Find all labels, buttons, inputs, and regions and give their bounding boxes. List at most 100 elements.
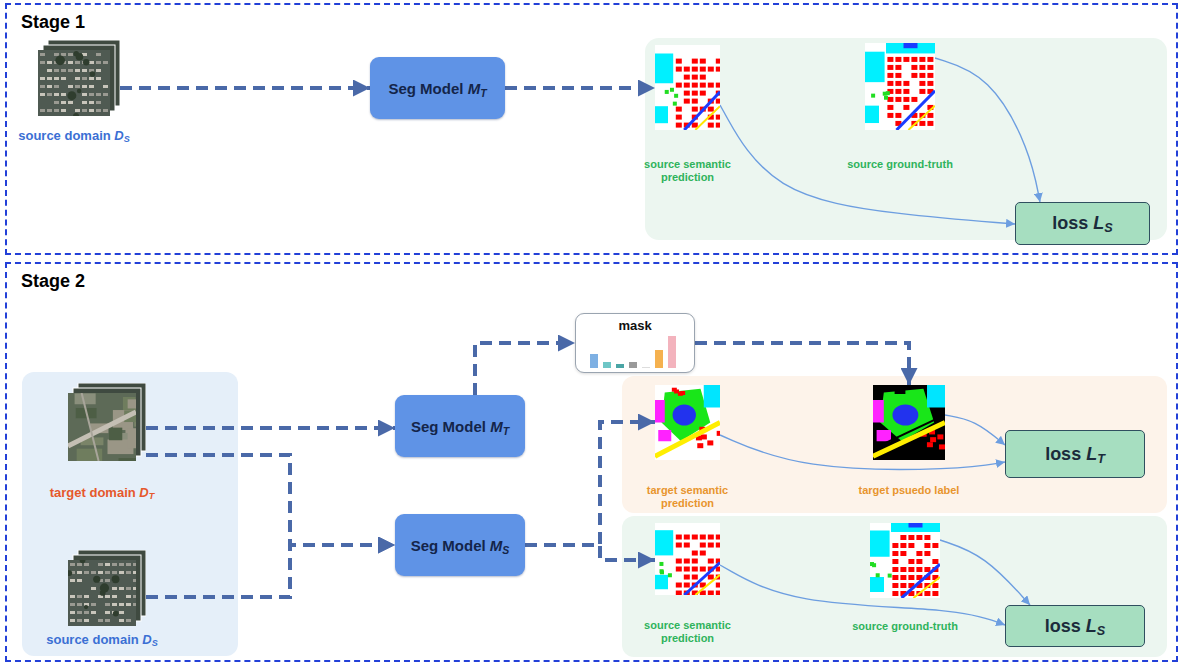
symbol-subscript: T: [480, 86, 486, 98]
class-region: [932, 591, 938, 596]
building: [84, 595, 89, 598]
class-region: [937, 434, 943, 439]
symbol-letter: M: [490, 418, 503, 435]
field-patch: [119, 458, 137, 461]
label-text: loss: [1052, 213, 1093, 233]
class-region: [887, 65, 893, 70]
tree: [83, 59, 90, 66]
building: [47, 93, 52, 96]
tree: [112, 575, 120, 583]
class-region: [900, 575, 906, 580]
image-thumbnail: target domain DT: [68, 383, 146, 461]
class-region: [919, 73, 925, 78]
dashed-arrow: [146, 426, 395, 430]
building: [68, 61, 73, 64]
building: [126, 563, 131, 566]
class-region: [919, 65, 925, 70]
class-region: [927, 385, 945, 408]
class-region: [886, 91, 890, 95]
building: [91, 571, 96, 574]
class-region: [900, 583, 906, 588]
class-region: [700, 567, 706, 572]
map-ground: [655, 385, 720, 460]
subscript-letter: T: [1097, 452, 1105, 466]
segmentation-image: [865, 43, 935, 130]
building: [105, 595, 110, 598]
tree: [93, 576, 100, 583]
thin-arrow: [720, 565, 1005, 625]
building: [47, 85, 52, 88]
class-region: [927, 81, 933, 86]
label-text: Seg Model: [388, 80, 467, 97]
building: [77, 595, 82, 598]
class-region: [900, 567, 906, 572]
thin-arrow: [720, 105, 1015, 224]
class-region: [673, 405, 696, 426]
stage-panel: target domain DTsource domain DSSeg Mode…: [5, 262, 1178, 662]
thin-arrow: [720, 435, 1005, 469]
map-ground: [870, 523, 940, 598]
building: [40, 85, 45, 88]
dashed-arrow: [525, 422, 655, 545]
tree: [80, 558, 86, 564]
class-region: [707, 440, 713, 445]
class-region: [676, 567, 682, 572]
class-region: [904, 43, 918, 48]
class-region: [924, 567, 930, 572]
class-region: [676, 123, 682, 128]
class-region: [716, 583, 720, 588]
building: [82, 85, 87, 88]
building: [77, 571, 82, 574]
loss-label: loss LS: [1052, 213, 1112, 234]
building: [82, 109, 87, 112]
class-region: [888, 574, 892, 578]
class-region: [668, 573, 672, 577]
class-region: [891, 523, 940, 532]
building: [89, 93, 94, 96]
building: [103, 61, 108, 64]
class-region: [924, 551, 930, 556]
class-region: [908, 535, 914, 540]
class-region: [684, 543, 690, 548]
subscript-letter: S: [1104, 221, 1112, 235]
building: [61, 101, 66, 104]
building: [82, 77, 87, 80]
class-region: [903, 57, 909, 62]
segmentation-map: source ground-truth: [865, 43, 935, 130]
symbol-letter: D: [142, 632, 151, 647]
symbol-subscript: T: [503, 424, 509, 436]
subscript-letter: S: [502, 543, 509, 555]
building: [75, 77, 80, 80]
model-box: Seg Model MS: [395, 514, 525, 576]
label-text: Seg Model: [411, 537, 490, 554]
building: [98, 563, 103, 566]
class-region: [908, 567, 914, 572]
class-region: [676, 107, 682, 112]
class-region: [676, 559, 682, 564]
class-region: [716, 67, 720, 72]
building: [133, 579, 138, 582]
class-region: [700, 91, 706, 96]
class-region: [908, 543, 914, 548]
building: [89, 61, 94, 64]
class-region: [895, 89, 901, 94]
building: [70, 563, 75, 566]
class-region: [708, 591, 714, 595]
class-region: [655, 400, 665, 423]
class-region: [903, 89, 909, 94]
class-region: [900, 535, 906, 540]
building: [119, 603, 124, 606]
class-line: [902, 564, 941, 598]
class-region: [900, 551, 906, 556]
image-caption: target domain DT: [27, 485, 177, 501]
tree: [67, 91, 76, 100]
class-region: [927, 57, 933, 62]
subscript-letter: T: [503, 424, 509, 436]
class-region: [892, 559, 898, 564]
class-region: [684, 91, 690, 96]
map-ground: [865, 43, 935, 130]
class-region: [716, 115, 720, 120]
ignore-region: [895, 387, 906, 395]
building: [98, 571, 103, 574]
segmentation-map: source ground-truth: [870, 523, 940, 598]
